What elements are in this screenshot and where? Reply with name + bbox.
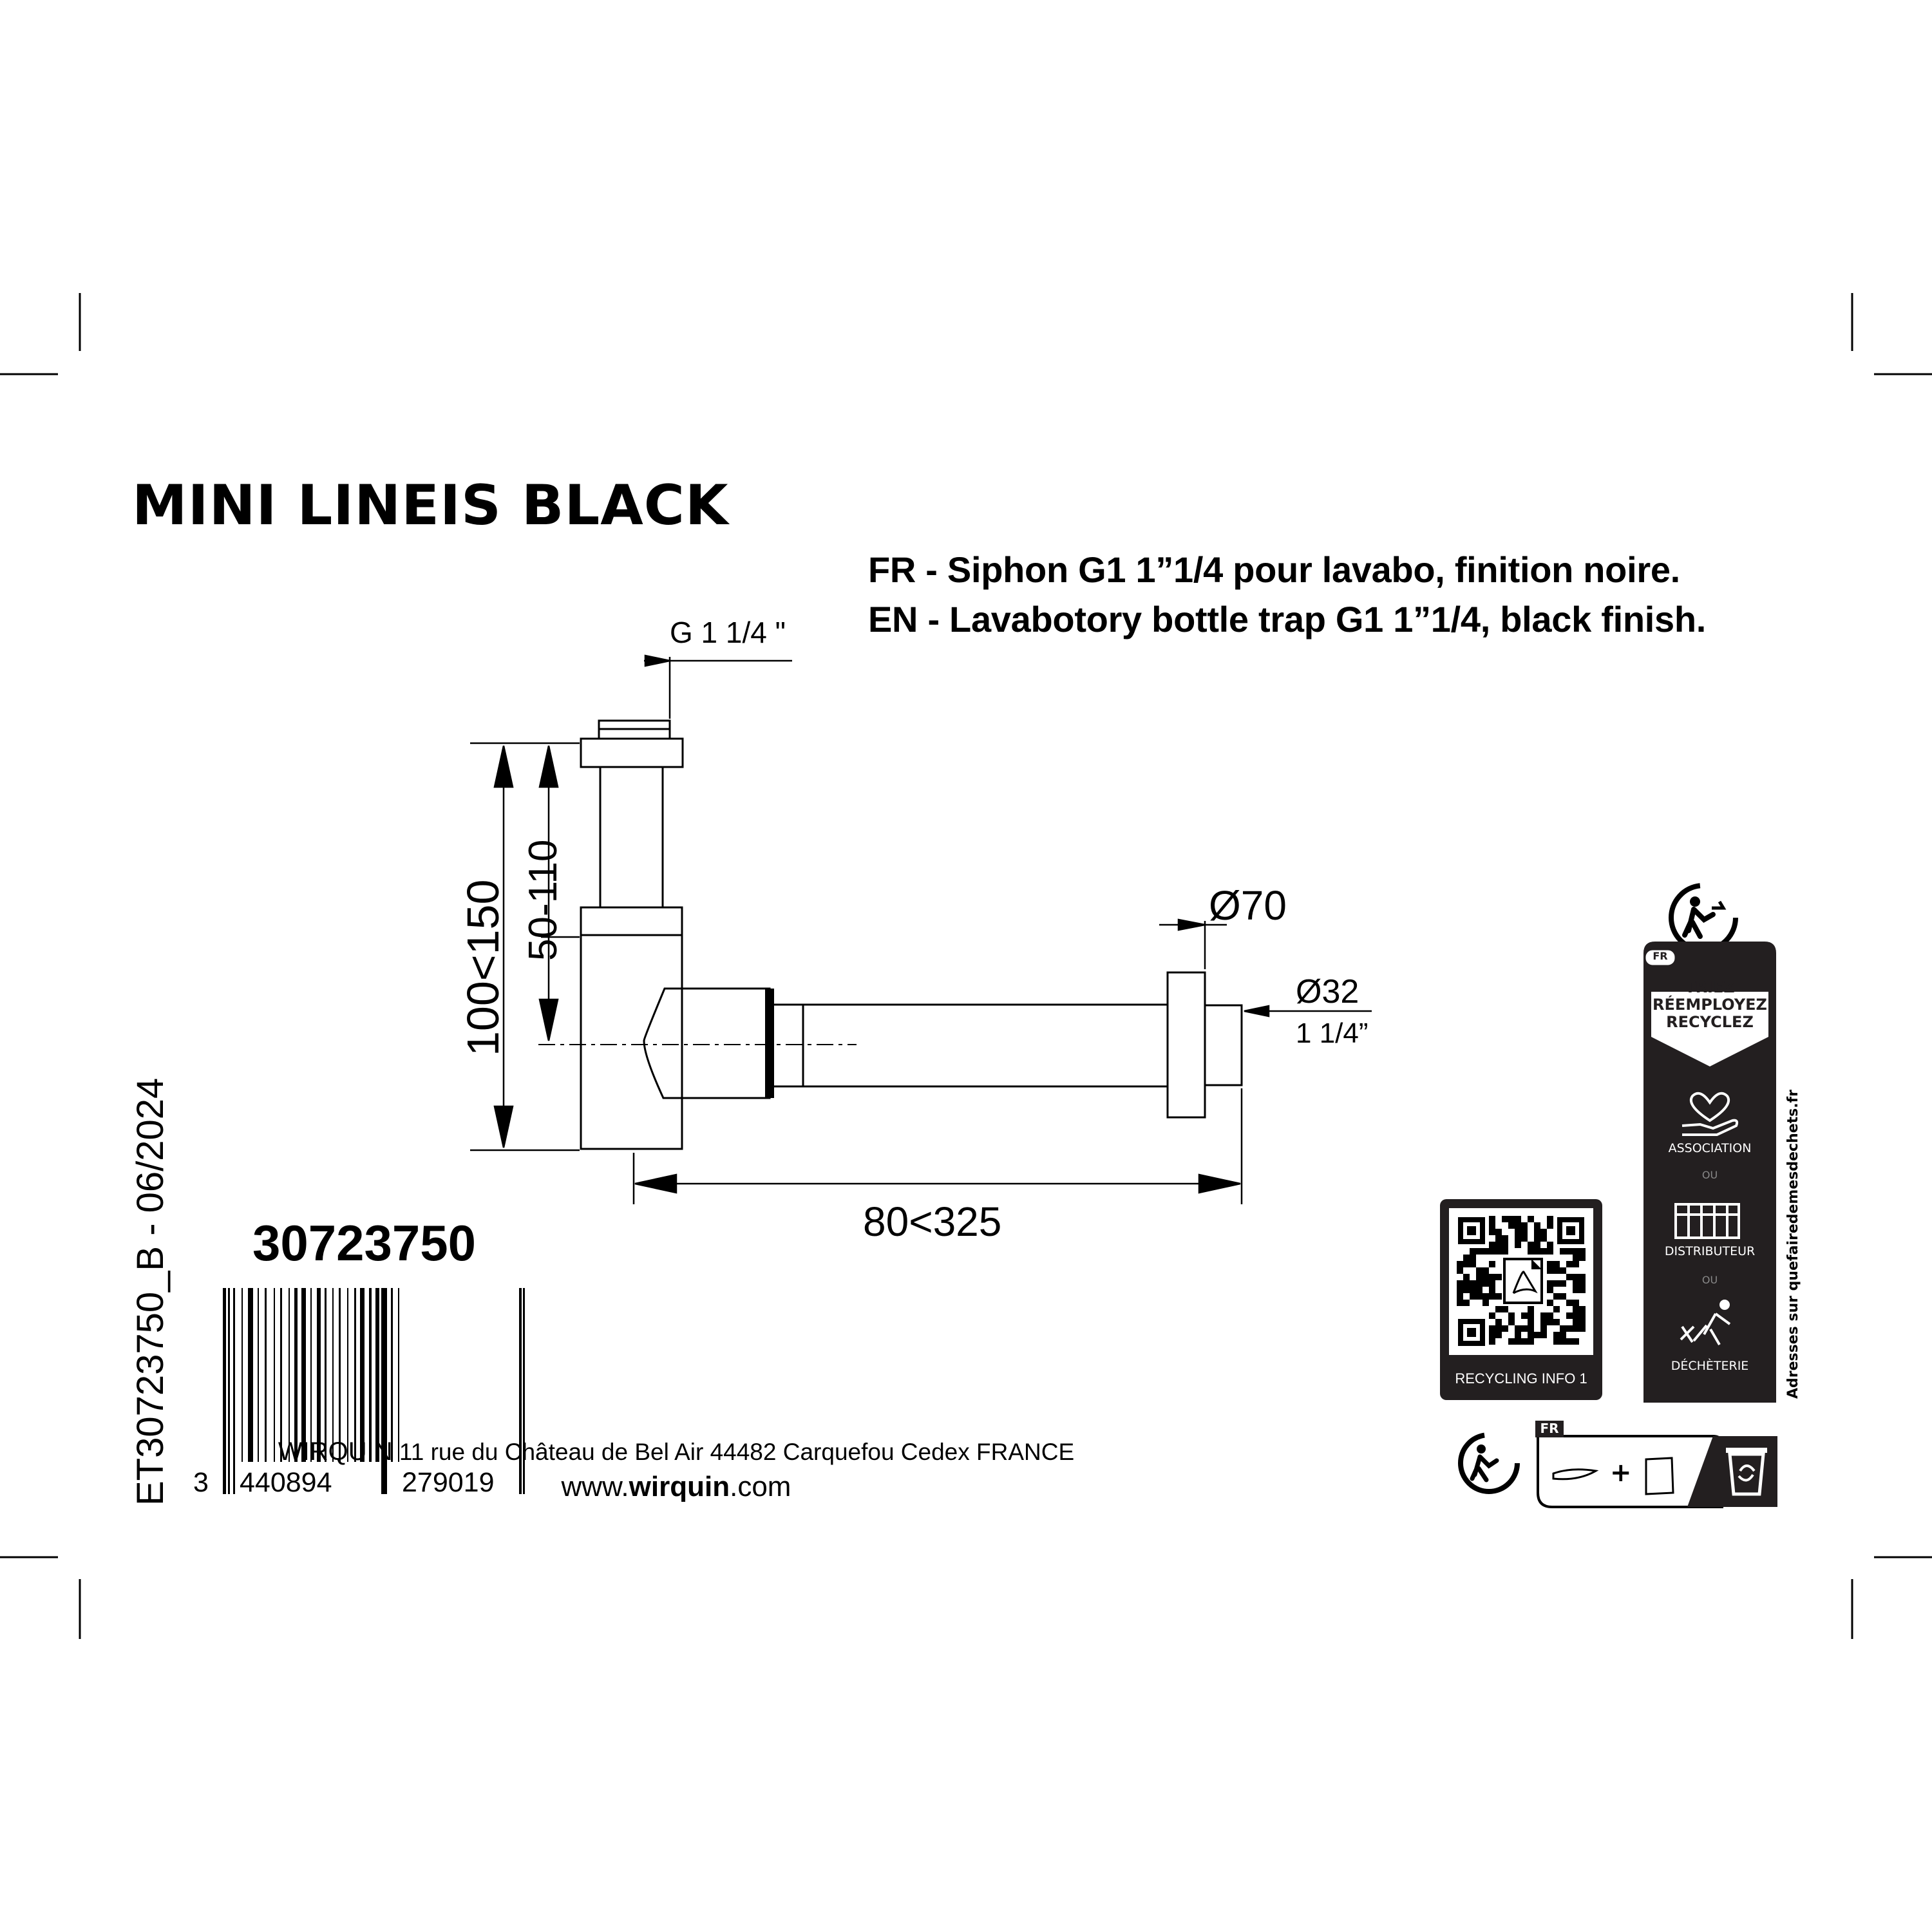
barcode-group-right: 279019	[402, 1467, 495, 1498]
article-code: 30723750	[252, 1215, 477, 1271]
pdf-icon	[1503, 1258, 1543, 1304]
banner-country-tag: FR	[1540, 1421, 1559, 1436]
recycling-side-note: Adresses sur quefairedemesdechets.fr	[1785, 1089, 1801, 1399]
drawing-wall-flange	[1166, 971, 1206, 1119]
heading-reuse: RÉEMPLOYEZ	[1653, 996, 1767, 1014]
drawing-collar	[580, 906, 683, 936]
dimension-lines	[470, 654, 1372, 1204]
qr-block	[1440, 1199, 1602, 1400]
waste-drop-icon	[1680, 1300, 1731, 1346]
product-title: MINI LINEIS BLACK	[132, 473, 729, 538]
recycling-bin-icon	[1726, 1448, 1767, 1496]
drawing-tailpiece	[599, 766, 664, 909]
heading-recycle: RECYCLEZ	[1666, 1013, 1754, 1031]
company-name: WIRQUIN	[278, 1437, 393, 1466]
heart-hand-icon	[1681, 1092, 1739, 1136]
drawing-arm-nut	[681, 987, 771, 1099]
company-website[interactable]: www.wirquin.com	[0, 1471, 1352, 1503]
dimension-height-adjust: 50-110	[521, 839, 565, 961]
description-en: EN - Lavabotory bottle trap G1 1”1/4, bl…	[868, 599, 1707, 639]
company-address-line: WIRQUIN 11 rue du Château de Bel Air 444…	[0, 1437, 1352, 1466]
crop-marks	[0, 293, 1932, 1639]
heading-sort: TRIEZ	[1685, 978, 1735, 996]
dimension-flange-diameter: Ø70	[1209, 882, 1287, 929]
drawing-arm	[802, 1003, 1169, 1088]
option-separator-2: OU	[1701, 1274, 1718, 1286]
option-distributor: DISTRIBUTEUR	[1664, 1244, 1756, 1258]
drawing-outlet	[1204, 1004, 1243, 1086]
dimension-height-total: 100<150	[458, 879, 508, 1056]
description-fr: FR - Siphon G1 1”1/4 pour lavabo, finiti…	[868, 549, 1680, 590]
option-waste-center: DÉCHÈTERIE	[1671, 1359, 1749, 1373]
triman-icon	[1669, 883, 1738, 952]
drawing-body	[580, 934, 683, 1150]
dimension-outlet-thread: 1 1/4”	[1296, 1018, 1368, 1049]
website-brand: wirquin	[629, 1471, 730, 1502]
dimension-outlet-diameter: Ø32	[1296, 973, 1359, 1010]
sorting-panel	[1643, 942, 1776, 1403]
panel-heading: TRIEZ RÉEMPLOYEZ RECYCLEZ	[1651, 979, 1768, 1031]
panel-country-tag: FR	[1653, 950, 1668, 962]
technical-drawing	[538, 719, 1243, 1150]
shop-icon	[1674, 1203, 1740, 1239]
barcode-bars	[233, 1288, 525, 1494]
option-association: ASSOCIATION	[1668, 1141, 1752, 1155]
option-separator-1: OU	[1701, 1169, 1718, 1181]
website-prefix: www.	[561, 1471, 629, 1502]
qr-finders	[1458, 1217, 1584, 1346]
dimension-length: 80<325	[863, 1198, 1002, 1245]
barcode	[223, 1288, 230, 1494]
bottom-recycle-banner: +	[1458, 1421, 1777, 1508]
qr-code	[1457, 1216, 1586, 1345]
barcode-group-left: 440894	[240, 1467, 332, 1498]
website-suffix: .com	[730, 1471, 791, 1502]
dimension-thread: G 1 1/4 "	[670, 616, 786, 649]
drawing-cap	[580, 737, 684, 768]
qr-caption: RECYCLING INFO 1	[1455, 1370, 1587, 1387]
drawing-dome	[643, 987, 682, 1099]
company-address: 11 rue du Château de Bel Air 44482 Carqu…	[399, 1439, 1075, 1465]
barcode-digit-first: 3	[193, 1467, 209, 1498]
triman-icon	[1458, 1432, 1520, 1494]
svg-text:+: +	[1610, 1458, 1632, 1488]
